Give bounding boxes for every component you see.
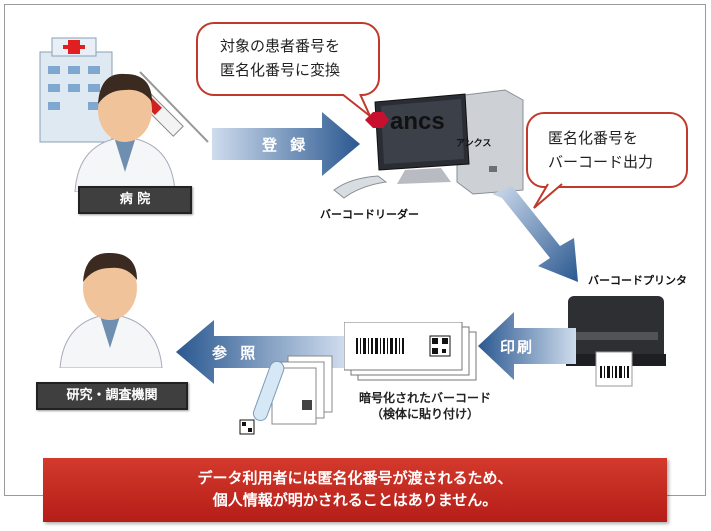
hospital-doctor-illustration [39,37,209,192]
convert-speech-bubble: 対象の患者番号を 匿名化番号に変換 [196,22,380,96]
barcode-icon [356,338,404,354]
barcode-labels-stack [344,322,477,381]
researcher-icon [59,252,163,368]
to-printer-arrow [492,186,578,282]
register-arrow-label: 登 録 [262,136,310,154]
print-arrow-label: 印刷 [500,338,535,356]
printer-label: バーコードプリンタ [588,274,687,287]
ancs-logo-icon [365,112,389,128]
banner-line: データ利用者には匿名化番号が渡されるため、 [197,469,513,487]
bubble-text-line: 対象の患者番号を [220,37,341,55]
pc-tower-icon [456,89,524,195]
caption-line: （検体に貼り付け） [370,407,479,421]
banner-line: 個人情報が明かされることはありません。 [212,491,498,509]
test-tube-icon [239,360,285,435]
documents-icon [271,355,333,425]
encrypted-barcode-caption: 暗号化されたバーコード （検体に貼り付け） [340,390,510,422]
doctor-icon [74,73,176,192]
bubble-text-line: バーコード出力 [548,153,654,171]
bubble-text-line: 匿名化番号に変換 [220,61,341,79]
print-arrow [478,312,576,380]
privacy-banner: データ利用者には匿名化番号が渡されるため、 個人情報が明かされることはありません… [43,458,667,522]
specimen-documents-illustration [239,355,333,435]
hospital-building-icon [39,37,113,143]
ancs-logo-subtext: アンクス [456,139,492,149]
research-label: 研究・調査機関 [36,382,188,410]
reference-arrow-label: 参 照 [212,344,260,362]
bubble-tail [533,183,563,209]
researcher-illustration [59,252,163,368]
qr-code-icon [429,335,451,357]
ancs-logo-text: ancs [390,108,445,135]
caption-line: 暗号化されたバーコード [358,391,491,405]
barcode-printer-icon [566,296,666,387]
computer-illustration [365,89,524,195]
barcode-reader-label: バーコードリーダー [320,208,419,221]
hospital-label: 病 院 [78,186,192,214]
barcode-reader-icon [333,175,388,199]
monitor-icon [374,93,470,184]
barcode-output-speech-bubble: 匿名化番号を バーコード出力 [526,112,688,188]
bubble-text-line: 匿名化番号を [548,129,639,147]
register-arrow [212,112,360,176]
